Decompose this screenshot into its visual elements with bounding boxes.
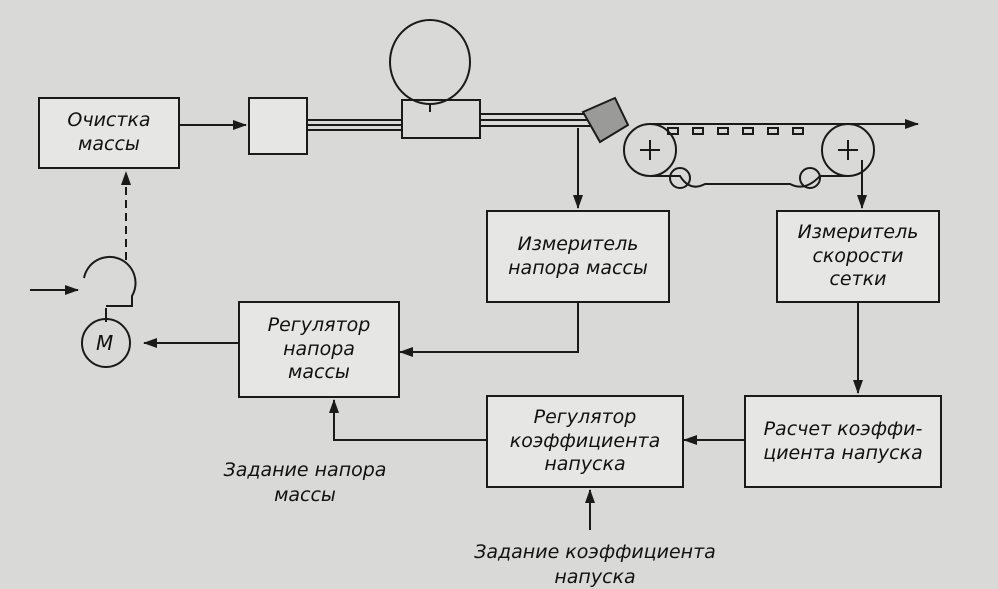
pump (83, 255, 137, 307)
slice-wedge (581, 96, 630, 144)
arrow-coef-to-pressure-regulator (329, 399, 486, 441)
motor (81, 318, 131, 368)
motor-label: М (96, 331, 114, 355)
wire-bottom (650, 175, 848, 188)
block-coef-calc: Расчет коэффи- циента напуска (744, 395, 942, 488)
return-roll (669, 167, 691, 189)
arrow-meter-to-regulator (399, 303, 579, 357)
foils (667, 127, 804, 135)
tank (389, 19, 471, 105)
block-pressure-meter: Измеритель напора массы (486, 210, 670, 303)
return-roll (799, 167, 821, 189)
caption-coef-setpoint: Задание коэффициента напуска (474, 541, 716, 588)
caption-pressure-setpoint: Задание напора массы (223, 459, 387, 506)
block-speed-meter: Измеритель скорости сетки (776, 210, 940, 303)
headbox (401, 99, 481, 139)
block-cleaning: Очистка массы (38, 97, 180, 169)
block-intermediate (248, 97, 308, 155)
block-coef-regulator: Регулятор коэффициента напуска (486, 395, 684, 488)
block-pressure-regulator: Регулятор напора массы (238, 301, 400, 398)
